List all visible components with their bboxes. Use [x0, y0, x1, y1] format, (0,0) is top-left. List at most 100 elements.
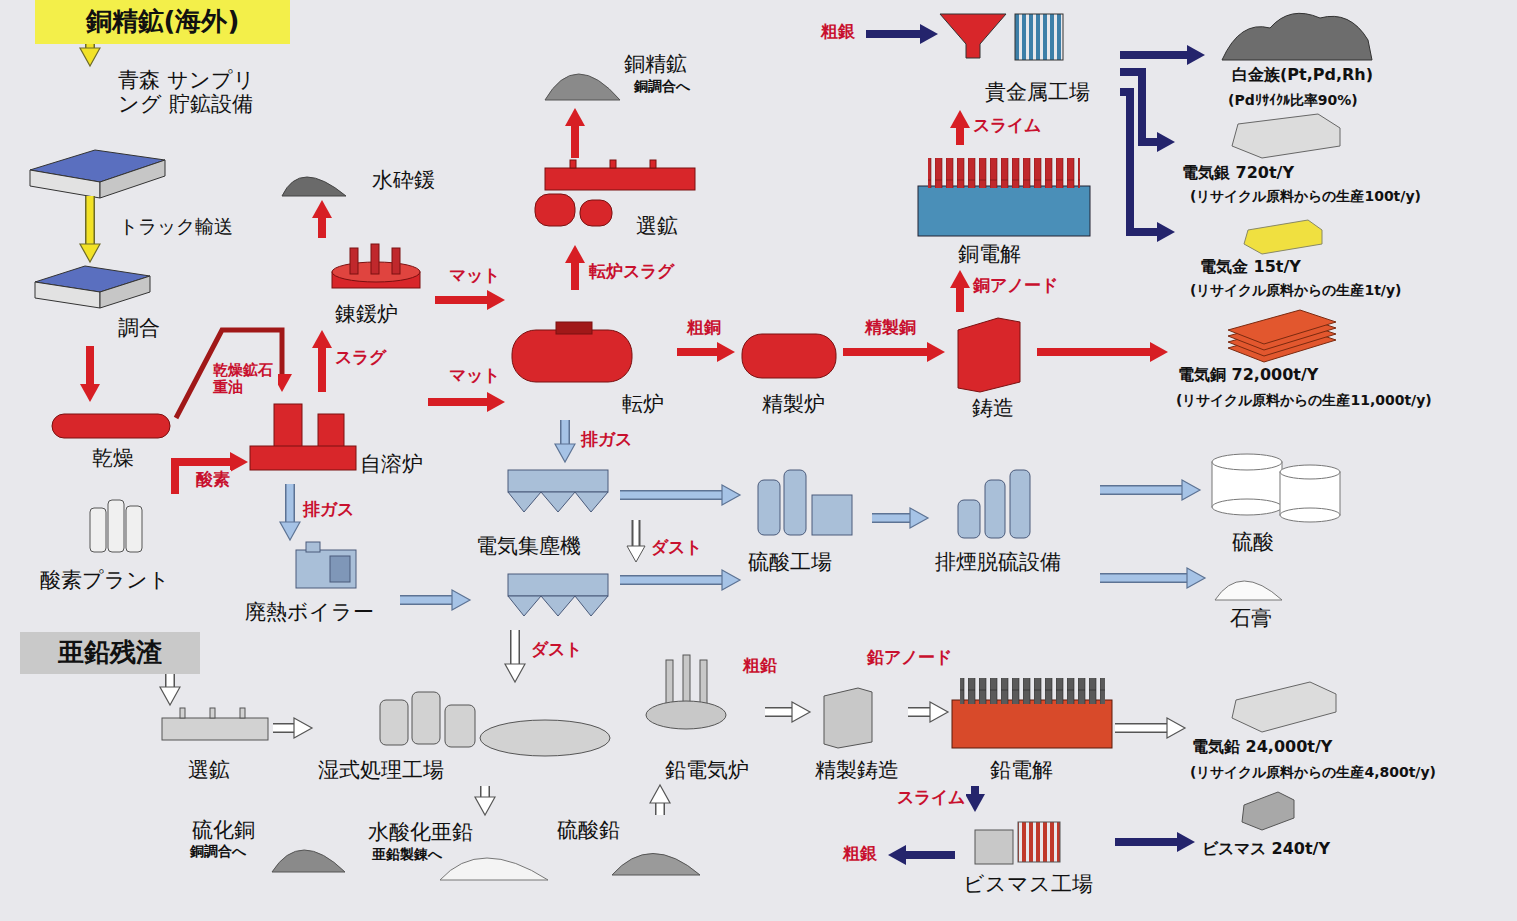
converter-icon	[556, 322, 592, 334]
raw-silver-arrow	[866, 24, 938, 44]
arrow-outline	[843, 347, 927, 358]
arrow-outline	[317, 218, 328, 238]
dust-arrow	[627, 546, 645, 562]
arrow-outline	[620, 490, 722, 500]
zinc-hydroxide-pile-icon	[440, 858, 548, 880]
converter-icon	[512, 322, 632, 382]
node-label: (リサイクル原料からの生産11,000t/y)	[1176, 392, 1432, 408]
slag-pile-icon	[282, 177, 346, 196]
node-label: 電気集塵機	[476, 534, 581, 558]
precipitator-icon	[508, 574, 608, 596]
arrow-outline	[970, 786, 981, 794]
silver-ingot-icon	[1232, 114, 1340, 158]
flow-arrow	[287, 484, 294, 522]
arrow-outline	[570, 126, 581, 158]
flow-arrow	[620, 577, 722, 584]
precious-metals-icon	[1015, 14, 1063, 60]
acid-plant-icon	[812, 495, 852, 535]
precipitator: 電気集塵機	[470, 462, 620, 630]
dryer: 乾燥	[48, 402, 176, 476]
wet-plant-icon	[412, 692, 440, 744]
wet-plant-icon	[380, 692, 610, 756]
product-lead: 電気鉛 24,000t/Y (リサイクル原料からの生産4,800t/y)	[1185, 675, 1510, 787]
node-label: 廃熱ボイラー	[245, 600, 374, 624]
storage-building: 青森 サンプリング 貯鉱設備	[28, 66, 278, 196]
flotation-icon	[545, 168, 695, 190]
wet-plant-icon	[380, 700, 408, 745]
blending-building-icon	[35, 266, 150, 308]
lead-furnace-icon	[700, 660, 707, 705]
lead-ingot-icon	[1232, 682, 1336, 732]
node-label: (リサイクル原料からの生産1t/y)	[1190, 282, 1401, 298]
edge-label: 転炉スラグ	[588, 262, 675, 282]
node-label: 電気鉛 24,000t/Y	[1192, 738, 1332, 756]
slag-furnace: 錬鍰炉	[310, 238, 435, 330]
wet-plant-icon	[480, 720, 610, 756]
flow-arrow	[872, 515, 910, 522]
node-label: 鉛電解	[990, 758, 1053, 782]
node-label: 貴金属工場	[985, 80, 1090, 104]
precious-metals-icon	[940, 14, 1006, 58]
flotation-icon	[210, 708, 215, 718]
node-label: 自溶炉	[360, 452, 423, 476]
arrow-outline	[1100, 573, 1187, 583]
storage-building-icon	[30, 170, 100, 198]
arrow-outline	[480, 786, 490, 797]
arrow-outline	[677, 347, 717, 358]
copper-cathode-icon	[1228, 310, 1336, 362]
flash-furnace: 自溶炉	[248, 392, 428, 484]
flow-arrow	[657, 803, 664, 815]
raw-silver-arrow	[888, 845, 955, 865]
flow-arrow	[1100, 575, 1187, 582]
flow-arrow	[167, 674, 174, 687]
arrow-outline	[908, 707, 930, 717]
node-label: 電気銅 72,000t/Y	[1178, 366, 1318, 384]
slag-furnace-icon	[332, 244, 420, 288]
blending-building: 調合	[28, 262, 178, 346]
acid-tank-icon	[1280, 508, 1340, 522]
node-label: 水砕鍰	[372, 168, 435, 192]
precipitator-icon	[575, 492, 608, 512]
node-label: ビスマス工場	[963, 872, 1093, 896]
precipitator-icon	[541, 492, 575, 512]
bismuth-ingot-icon	[1242, 792, 1294, 830]
acid-tank-icon	[1212, 454, 1340, 522]
node-label: (リサイクル原料からの生産4,800t/y)	[1190, 764, 1436, 780]
edge-label: マット	[448, 366, 501, 386]
lead-furnace-icon	[666, 660, 673, 705]
flotation-icon	[535, 194, 575, 226]
node-label: 選鉱	[636, 214, 678, 238]
edge-label: ダスト	[530, 640, 583, 660]
stream-label: 粗銀	[820, 22, 856, 42]
oxygen-plant-icon	[90, 508, 106, 552]
flow-arrow	[1115, 725, 1167, 732]
flow-arrow	[956, 288, 964, 312]
lead-sulfate-pile-icon	[612, 854, 700, 876]
oxygen-plant-icon	[108, 500, 124, 552]
blending-building-icon	[35, 282, 100, 308]
copper-cathode-icon	[1228, 310, 1336, 344]
acid-tank-icon	[1280, 465, 1340, 479]
node-label: 鋳造	[972, 396, 1014, 420]
arrow-outline	[955, 128, 966, 145]
acid-tank-icon	[1212, 499, 1282, 515]
arrow-outline	[655, 803, 665, 815]
flow-arrow	[677, 348, 717, 356]
flotation: 選鉱	[530, 158, 705, 245]
flow-arrow	[86, 346, 94, 384]
lead-furnace-icon	[646, 701, 726, 729]
stream-label: 粗銀	[842, 844, 878, 864]
lead-anode-icon	[824, 688, 872, 748]
flow-arrow	[318, 348, 326, 392]
node-label: (Pdﾘｻｲｸﾙ比率90%)	[1228, 92, 1358, 108]
node-label: 精製鋳造	[815, 758, 899, 782]
node-label: 調合	[118, 316, 160, 340]
desulfurization-icon	[1010, 470, 1030, 538]
precipitator-icon	[541, 596, 575, 616]
silver-ingot-icon	[1232, 114, 1340, 158]
copper-electrolysis: 銅電解	[908, 145, 1098, 270]
acid-plant-icon	[784, 470, 806, 535]
stream-label: ダスト	[650, 538, 703, 558]
flow-arrow	[482, 786, 489, 797]
flotation-icon	[162, 708, 268, 740]
